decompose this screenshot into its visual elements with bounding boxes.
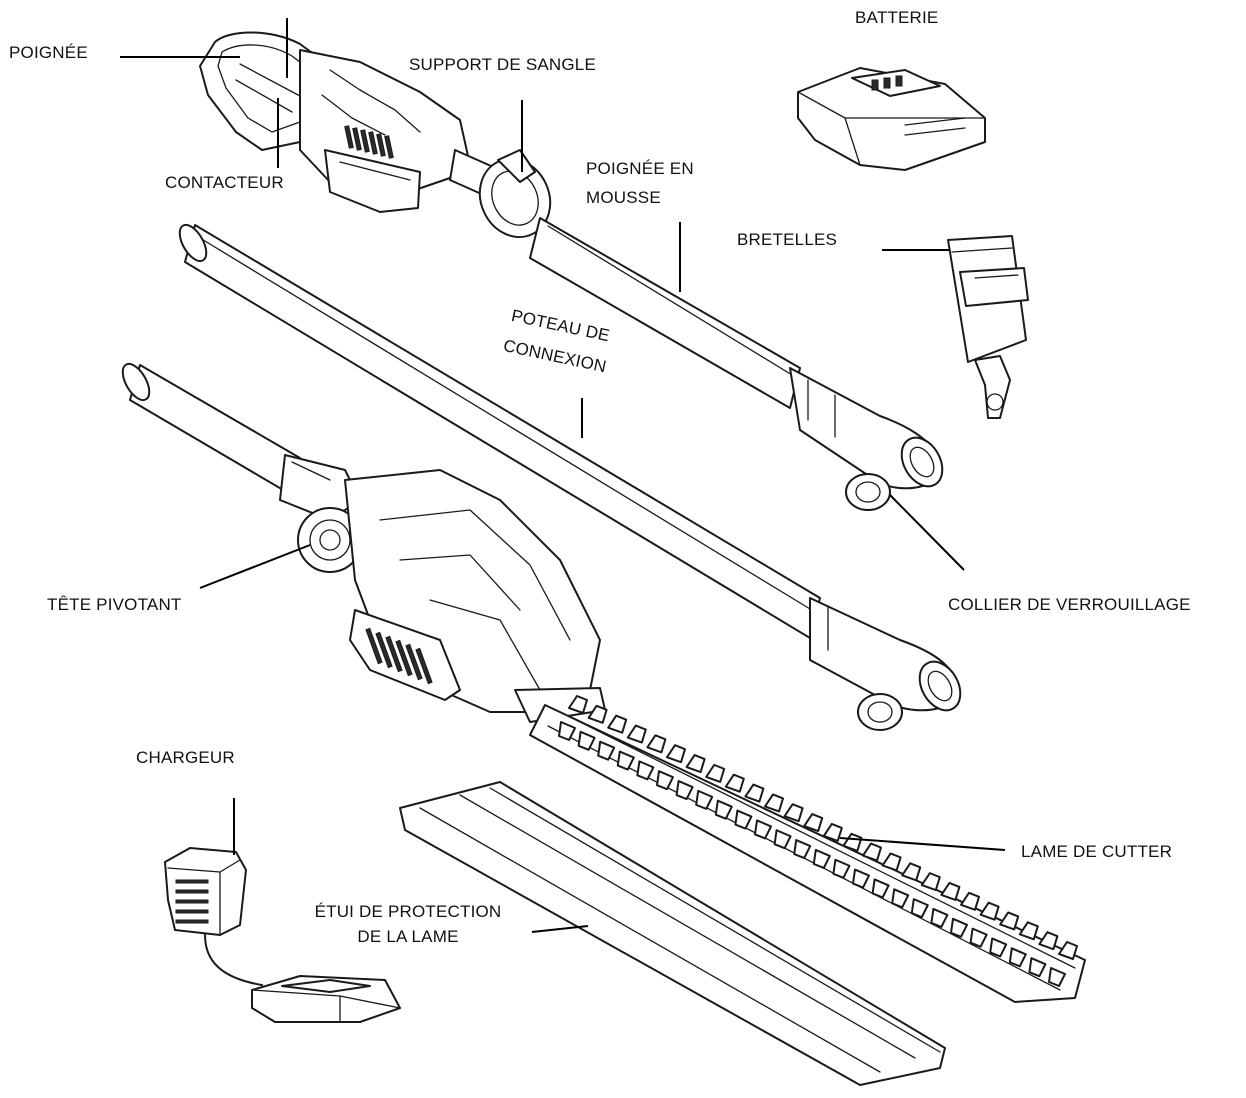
blade-tooth-upper <box>764 793 784 813</box>
label-poignee: POIGNÉE <box>9 43 88 62</box>
blade-tooth-lower <box>812 848 831 869</box>
blade-tooth-lower <box>754 819 772 840</box>
blade-tooth-lower <box>832 858 851 879</box>
blade-tooth-upper <box>705 763 726 783</box>
power-handle-unit <box>199 31 944 511</box>
label-chargeur: CHARGEUR <box>136 748 235 767</box>
blade-tooth-lower <box>714 799 733 820</box>
connection-pole <box>178 223 962 731</box>
blade-tooth-lower <box>558 721 576 741</box>
label-contacteur: CONTACTEUR <box>165 173 284 192</box>
label-collier: COLLIER DE VERROUILLAGE <box>948 595 1191 614</box>
blade-tooth-upper <box>685 754 706 774</box>
blade-teeth <box>558 695 1078 987</box>
blade-tooth-lower <box>616 750 635 771</box>
label-batterie: BATTERIE <box>855 8 939 27</box>
label-lame: LAME DE CUTTER <box>1021 842 1173 861</box>
blade-tooth-upper <box>862 842 882 862</box>
blade-tooth-lower <box>969 927 988 948</box>
blade-tooth-upper <box>940 881 961 901</box>
blade-tooth-lower <box>1048 967 1066 987</box>
blade-tooth-upper <box>920 872 941 892</box>
blade-tooth-upper <box>587 704 608 724</box>
blade-tooth-upper <box>960 891 980 911</box>
blade-tooth-lower <box>989 937 1008 958</box>
blade-tooth-lower <box>930 907 949 928</box>
blade-tooth-upper <box>1018 921 1039 941</box>
blade-tooth-upper <box>568 695 588 714</box>
blade-tooth-upper <box>803 813 824 833</box>
label-poignee-mousse-line2: MOUSSE <box>586 188 661 207</box>
blade-tooth-lower <box>950 917 968 938</box>
blade-tooth-lower <box>871 878 890 899</box>
leader-lines <box>120 18 1006 933</box>
head-vent-grille <box>365 627 433 685</box>
blade-tooth-lower <box>597 740 616 761</box>
blade-tooth-upper <box>607 714 628 734</box>
label-tete-pivotant: TÊTE PIVOTANT <box>47 595 182 614</box>
blade-tooth-upper <box>626 724 647 744</box>
blade-tooth-upper <box>1058 941 1078 960</box>
leader-lame <box>839 837 1006 851</box>
blade-tooth-lower <box>773 829 792 850</box>
leader-tete-pivotant <box>199 544 311 589</box>
blade-tooth-lower <box>852 868 870 889</box>
shoulder-strap <box>947 235 1029 419</box>
blade-tooth-lower <box>734 809 753 830</box>
charger-vents <box>175 879 209 924</box>
blade-tooth-upper <box>979 901 1000 921</box>
blade-tooth-upper <box>999 911 1020 931</box>
blade-tooth-upper <box>901 862 922 882</box>
trimmer-head-unit <box>121 362 606 723</box>
label-poignee-mousse-line1: POIGNÉE EN <box>586 159 694 178</box>
leader-collier <box>889 494 965 571</box>
blade-tooth-upper <box>881 852 902 872</box>
blade-tooth-lower <box>910 898 929 919</box>
blade-tooth-lower <box>793 839 812 860</box>
blade-tooth-lower <box>695 789 714 810</box>
blade-tooth-lower <box>675 780 694 801</box>
blade-tooth-lower <box>636 760 655 781</box>
blade-tooth-upper <box>666 744 686 764</box>
label-support-sangle: SUPPORT DE SANGLE <box>409 55 596 74</box>
blade-tooth-upper <box>646 734 667 754</box>
blade-tooth-lower <box>891 888 910 909</box>
blade-tooth-upper <box>744 783 765 803</box>
blade-tooth-lower <box>577 730 596 751</box>
blade-tooth-lower <box>656 770 674 791</box>
blade-tooth-lower <box>1028 957 1047 978</box>
blade-tooth-upper <box>1038 931 1059 951</box>
blade-sheath <box>399 781 946 1086</box>
vent-grille <box>344 125 394 159</box>
charger <box>164 847 401 1023</box>
label-etui-line1: ÉTUI DE PROTECTION <box>314 902 502 921</box>
blade-tooth-upper <box>783 803 804 823</box>
battery <box>797 67 986 171</box>
blade-tooth-upper <box>822 822 843 842</box>
leader-etui <box>531 925 589 933</box>
blade-tooth-lower <box>1008 947 1027 968</box>
label-etui-line2: DE LA LAME <box>357 927 459 946</box>
blade-tooth-upper <box>724 773 745 793</box>
label-bretelles: BRETELLES <box>737 230 838 249</box>
cutter-blade <box>529 695 1086 1003</box>
